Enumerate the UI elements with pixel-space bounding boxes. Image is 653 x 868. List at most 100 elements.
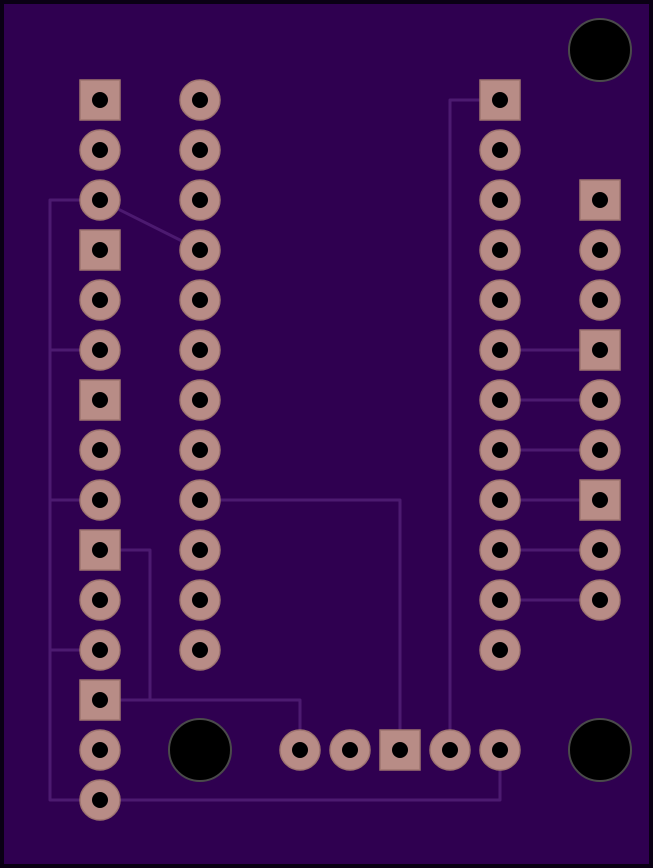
drill-hole bbox=[192, 142, 208, 158]
drill-hole bbox=[492, 542, 508, 558]
drill-hole bbox=[192, 442, 208, 458]
pad bbox=[179, 179, 221, 221]
drill-hole bbox=[592, 342, 608, 358]
drill-hole bbox=[192, 292, 208, 308]
pad bbox=[479, 79, 521, 121]
pad bbox=[79, 679, 121, 721]
drill-hole bbox=[492, 592, 508, 608]
drill-hole bbox=[192, 342, 208, 358]
pad bbox=[579, 229, 621, 271]
pad bbox=[279, 729, 321, 771]
pad bbox=[479, 579, 521, 621]
drill-hole bbox=[92, 642, 108, 658]
pad bbox=[579, 279, 621, 321]
drill-hole bbox=[492, 342, 508, 358]
pad bbox=[579, 579, 621, 621]
pad bbox=[79, 79, 121, 121]
drill-hole bbox=[592, 492, 608, 508]
pad bbox=[479, 429, 521, 471]
pad-square bbox=[479, 79, 521, 121]
pad bbox=[179, 529, 221, 571]
drill-hole bbox=[492, 742, 508, 758]
drill-hole bbox=[492, 392, 508, 408]
drill-hole bbox=[492, 292, 508, 308]
drill-hole bbox=[92, 292, 108, 308]
trace-center-to-header bbox=[198, 498, 402, 752]
drill-hole bbox=[192, 542, 208, 558]
pad bbox=[179, 629, 221, 671]
drill-hole bbox=[92, 542, 108, 558]
mounting-hole bbox=[568, 718, 632, 782]
pad bbox=[79, 429, 121, 471]
drill-hole bbox=[192, 492, 208, 508]
drill-hole bbox=[92, 142, 108, 158]
drill-hole bbox=[92, 342, 108, 358]
mounting-hole bbox=[168, 718, 232, 782]
drill-hole bbox=[192, 642, 208, 658]
drill-hole bbox=[592, 592, 608, 608]
pad bbox=[79, 529, 121, 571]
pad bbox=[579, 329, 621, 371]
drill-hole bbox=[592, 242, 608, 258]
drill-hole bbox=[492, 442, 508, 458]
pad bbox=[179, 479, 221, 521]
pad bbox=[579, 479, 621, 521]
pad bbox=[179, 329, 221, 371]
pad bbox=[479, 329, 521, 371]
drill-hole bbox=[292, 742, 308, 758]
drill-hole bbox=[92, 792, 108, 808]
pad bbox=[179, 129, 221, 171]
pad bbox=[79, 729, 121, 771]
pad bbox=[179, 579, 221, 621]
drill-hole bbox=[92, 242, 108, 258]
pad bbox=[479, 179, 521, 221]
pad bbox=[479, 529, 521, 571]
drill-hole bbox=[492, 642, 508, 658]
drill-hole bbox=[92, 442, 108, 458]
drill-hole bbox=[592, 292, 608, 308]
pad bbox=[579, 529, 621, 571]
drill-hole bbox=[92, 192, 108, 208]
drill-hole bbox=[92, 92, 108, 108]
mounting-hole bbox=[568, 18, 632, 82]
drill-hole bbox=[592, 442, 608, 458]
pad bbox=[79, 279, 121, 321]
drill-hole bbox=[392, 742, 408, 758]
mounting-holes bbox=[168, 18, 632, 782]
pad bbox=[479, 129, 521, 171]
pad bbox=[479, 229, 521, 271]
drill-hole bbox=[192, 92, 208, 108]
drill-hole bbox=[592, 192, 608, 208]
pad bbox=[179, 79, 221, 121]
pad bbox=[79, 629, 121, 671]
drill-hole bbox=[592, 392, 608, 408]
drill-hole bbox=[92, 492, 108, 508]
drill-hole bbox=[492, 142, 508, 158]
pad bbox=[479, 279, 521, 321]
pad bbox=[179, 229, 221, 271]
pad bbox=[329, 729, 371, 771]
pad bbox=[479, 479, 521, 521]
pad bbox=[79, 179, 121, 221]
drill-hole bbox=[192, 392, 208, 408]
pad bbox=[179, 279, 221, 321]
pad bbox=[479, 379, 521, 421]
pad bbox=[79, 379, 121, 421]
drill-hole bbox=[492, 492, 508, 508]
drill-hole bbox=[92, 592, 108, 608]
pad bbox=[79, 329, 121, 371]
drill-hole bbox=[192, 192, 208, 208]
drill-hole bbox=[492, 192, 508, 208]
pad bbox=[579, 179, 621, 221]
drill-hole bbox=[92, 692, 108, 708]
drill-hole bbox=[92, 742, 108, 758]
drill-hole bbox=[592, 542, 608, 558]
pad bbox=[79, 479, 121, 521]
drill-hole bbox=[192, 592, 208, 608]
pad bbox=[79, 129, 121, 171]
pad bbox=[79, 229, 121, 271]
pad bbox=[379, 729, 421, 771]
drill-hole bbox=[442, 742, 458, 758]
